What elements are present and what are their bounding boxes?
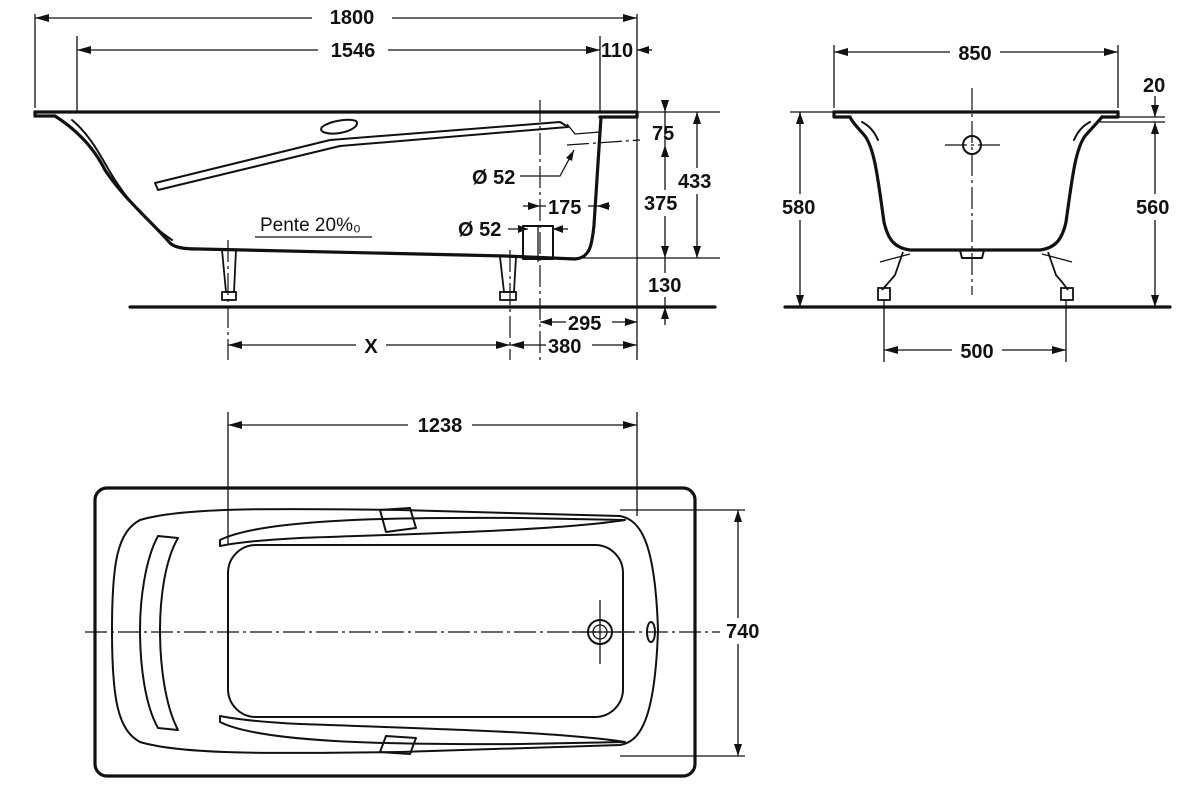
end-basin-outer (848, 115, 1104, 252)
side-view: 1800 1546 110 75 375 130 433 Ø 52 (33, 4, 722, 360)
dim-basin-height: 560 (1136, 197, 1169, 219)
dim-rim-offset: 110 (601, 40, 633, 62)
side-handle-grip (320, 118, 358, 135)
dim-total-height: 580 (782, 197, 815, 219)
top-handle-lower (379, 735, 417, 755)
dim-total-depth: 433 (678, 171, 711, 193)
side-overflow (566, 123, 601, 135)
dim-leg-spacing-x: X (364, 336, 378, 358)
side-backrest-groove (154, 121, 569, 191)
end-leg-right (1047, 251, 1069, 291)
dim-end-width: 850 (958, 43, 991, 65)
side-leg-left-foot (221, 291, 237, 301)
leader-overflow (520, 149, 575, 177)
end-drain-bottom (959, 249, 985, 259)
dim-basin-length: 1238 (418, 415, 463, 437)
end-basin-right-inner (1073, 121, 1091, 141)
end-basin-left-inner (861, 121, 879, 141)
dim-inner-length: 1546 (331, 40, 376, 62)
side-leg-right-foot (499, 291, 517, 301)
side-leg-left (221, 249, 237, 293)
side-tub-inner-profile (71, 119, 173, 241)
dim-end-leg-spacing: 500 (960, 341, 993, 363)
top-armrest-lower (219, 715, 626, 746)
side-rim-left-lip (33, 110, 57, 118)
top-basin-floor (227, 544, 624, 718)
side-leg-right (499, 256, 517, 293)
side-overflow-centerline (566, 139, 641, 146)
dim-rim-thickness: 20 (1143, 75, 1165, 97)
dim-rim-drop: 75 (652, 123, 674, 145)
top-handle-upper (379, 507, 417, 533)
dim-basin-width: 740 (726, 621, 759, 643)
dim-drain-diameter: Ø 52 (458, 219, 501, 241)
slope-label: Pente 20%₀ (260, 215, 361, 236)
dim-leg-height: 130 (648, 275, 681, 297)
top-basin-outer (111, 508, 659, 754)
top-armrest-upper (219, 516, 626, 547)
dim-overflow-diameter: Ø 52 (472, 167, 515, 189)
end-leg-left-foot (877, 287, 891, 301)
side-tub-outer-profile (53, 114, 603, 261)
end-leg-left (881, 251, 904, 291)
top-view: 1238 740 (85, 412, 770, 778)
dim-overall-length: 1800 (330, 7, 375, 29)
dim-drain-offset: 175 (548, 197, 581, 219)
end-view: 850 20 580 560 500 (780, 40, 1179, 364)
end-rim-left-lip (832, 110, 852, 119)
dim-leg-to-end: 380 (548, 336, 581, 358)
dim-overflow-height: 375 (644, 193, 677, 215)
dim-drain-to-end: 295 (568, 313, 601, 335)
top-headrest (139, 535, 179, 731)
end-leg-right-foot (1060, 287, 1074, 301)
